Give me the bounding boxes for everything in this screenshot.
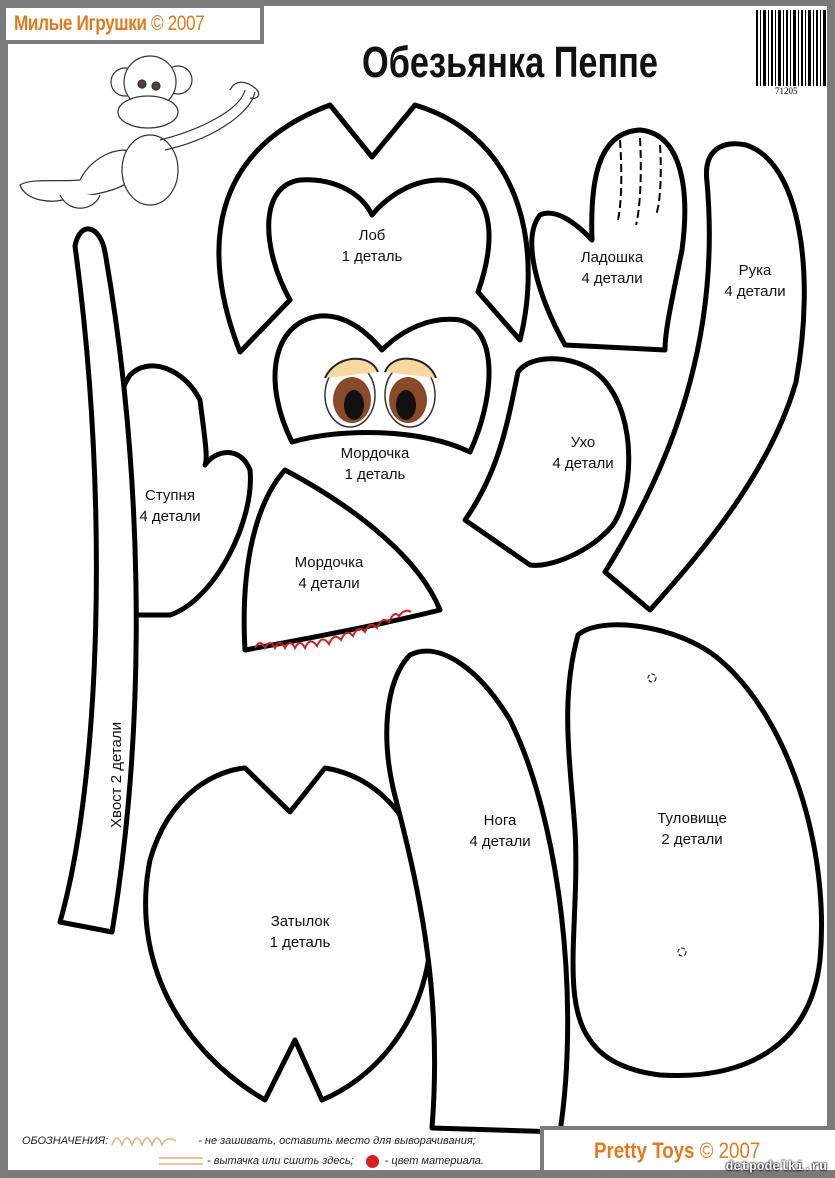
label-nape-count: 1 деталь [270, 934, 331, 951]
opening-stitch-mark [254, 609, 412, 651]
brand-copyright: © 2007 [150, 12, 205, 35]
label-muzzle-side-count: 4 детали [298, 575, 359, 592]
footer-brand: Pretty Toys [594, 1138, 695, 1163]
label-nape-name: Затылок [271, 913, 330, 930]
label-tail: Хвост 2 детали [108, 722, 125, 828]
legend-title: ОБОЗНАЧЕНИЯ: [22, 1135, 109, 1147]
opening-squiggle-icon [111, 1137, 177, 1148]
label-arm-name: Рука [739, 262, 772, 279]
piece-forehead [216, 102, 531, 355]
eyes-icon [324, 357, 437, 428]
brand-name: Милые Игрушки [14, 12, 147, 35]
label-muzzle-front-name: Мордочка [341, 445, 410, 462]
legend-color: - цвет материала. [384, 1155, 484, 1167]
label-ear-count: 4 детали [552, 455, 613, 472]
barcode-icon [756, 10, 826, 86]
piece-muzzle-side [241, 467, 443, 653]
label-body-count: 2 детали [661, 831, 722, 848]
piece-arm [602, 141, 807, 613]
label-palm-name: Ладошка [581, 249, 644, 266]
piece-nape [143, 765, 434, 1103]
watermark: detpodelki.ru [725, 1159, 827, 1174]
label-ear-name: Ухо [571, 434, 596, 451]
piece-muzzle-front [272, 313, 492, 455]
label-arm-count: 4 детали [724, 283, 785, 300]
legend: ОБОЗНАЧЕНИЯ: - не зашивать, оставить мес… [22, 1131, 484, 1171]
piece-body [565, 622, 825, 1079]
label-leg-count: 4 детали [469, 833, 530, 850]
label-forehead-count: 1 деталь [342, 248, 403, 265]
legend-opening: - не зашивать, оставить место для вывора… [198, 1135, 476, 1147]
label-foot-count: 4 детали [139, 508, 200, 525]
monkey-illustration [19, 55, 260, 209]
label-foot-name: Ступня [145, 487, 195, 504]
label-body-name: Туловище [657, 810, 727, 827]
piece-palm [529, 127, 688, 353]
dart-lines-icon [159, 1157, 203, 1165]
label-muzzle-front-count: 1 деталь [345, 466, 406, 483]
piece-ear [462, 356, 632, 568]
piece-tail [57, 226, 139, 935]
label-palm-count: 4 детали [581, 270, 642, 287]
footer-brand-box: Pretty Toys © 2007 [540, 1126, 835, 1170]
label-forehead-name: Лоб [359, 227, 386, 244]
page-title: Обезьянка Пеппе [361, 38, 658, 87]
legend-dart: - вытачка или сшить здесь; [207, 1155, 354, 1167]
header-brand-box: Милые Игрушки © 2007 [6, 4, 264, 44]
piece-leg [384, 648, 571, 1135]
label-muzzle-side-name: Мордочка [295, 554, 364, 571]
palm-dart-lines [617, 137, 662, 226]
material-color-icon [365, 1154, 379, 1168]
label-leg-name: Нога [484, 812, 517, 829]
marker-icon [677, 947, 687, 957]
footer-copyright: © 2007 [699, 1138, 761, 1163]
barcode-number: 71205 [775, 86, 798, 96]
marker-icon [647, 673, 657, 683]
